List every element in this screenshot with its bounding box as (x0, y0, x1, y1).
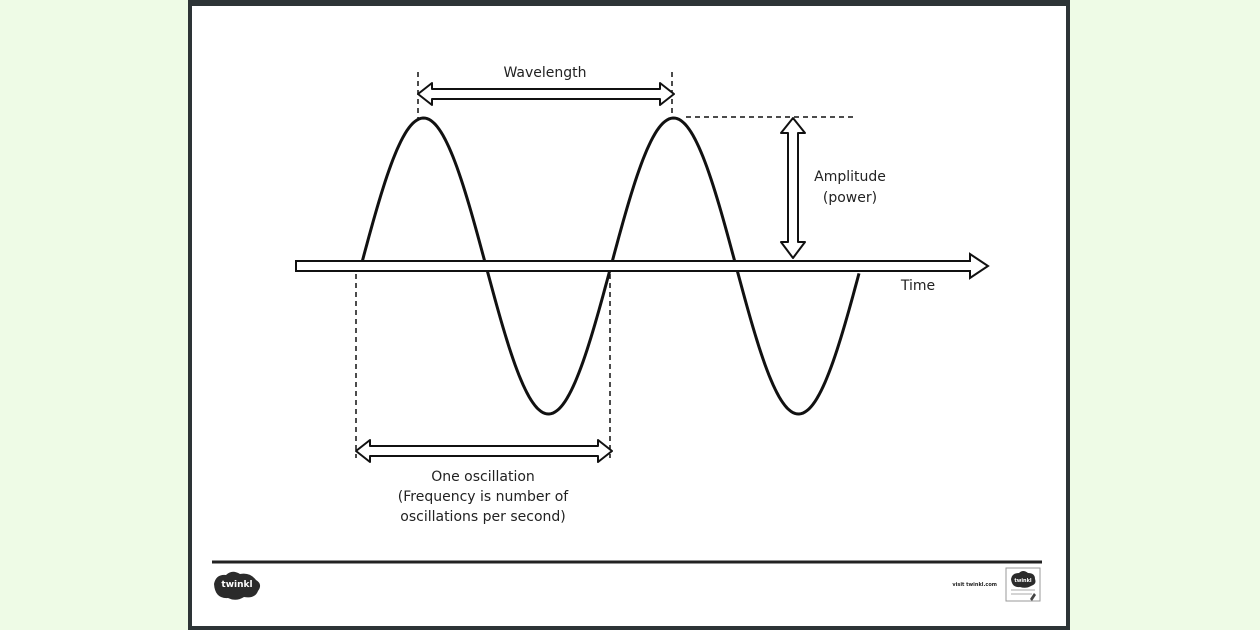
amplitude-label: Amplitude (814, 169, 886, 185)
worksheet-page (188, 0, 1070, 630)
oscillation-arrow (355, 439, 613, 463)
twinkl-logo-text: twinkl (221, 580, 252, 590)
amplitude-arrow (780, 117, 806, 259)
wavelength-label: Wavelength (503, 65, 586, 81)
oscillation-label: One oscillation (431, 469, 535, 485)
oscillation-note-line2: oscillations per second) (400, 509, 565, 525)
amplitude-sublabel: (power) (823, 190, 877, 206)
twinkl-badge: twinkl (1005, 567, 1041, 602)
time-label: Time (900, 278, 935, 294)
footer-url: visit twinkl.com (952, 582, 997, 588)
oscillation-note-line1: (Frequency is number of (398, 489, 570, 505)
time-axis-arrow (295, 252, 990, 280)
wavelength-arrow (417, 82, 675, 106)
badge-logo-text: twinkl (1014, 578, 1032, 584)
twinkl-logo: twinkl (214, 571, 261, 600)
